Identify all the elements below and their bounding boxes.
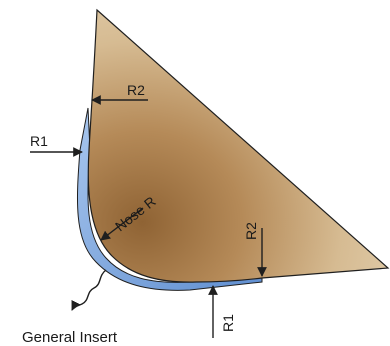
general-insert-arrow (71, 269, 107, 311)
r1-bottom-label: R1 (220, 314, 236, 332)
r2-right-label: R2 (243, 222, 259, 240)
r2-top-label: R2 (127, 82, 145, 98)
general-insert-caption: General Insert (22, 329, 118, 346)
r1-left-label: R1 (30, 133, 48, 149)
nose-r-arrow (100, 207, 144, 241)
insert-body (87, 8, 390, 283)
edge-prep-band (76, 107, 263, 291)
